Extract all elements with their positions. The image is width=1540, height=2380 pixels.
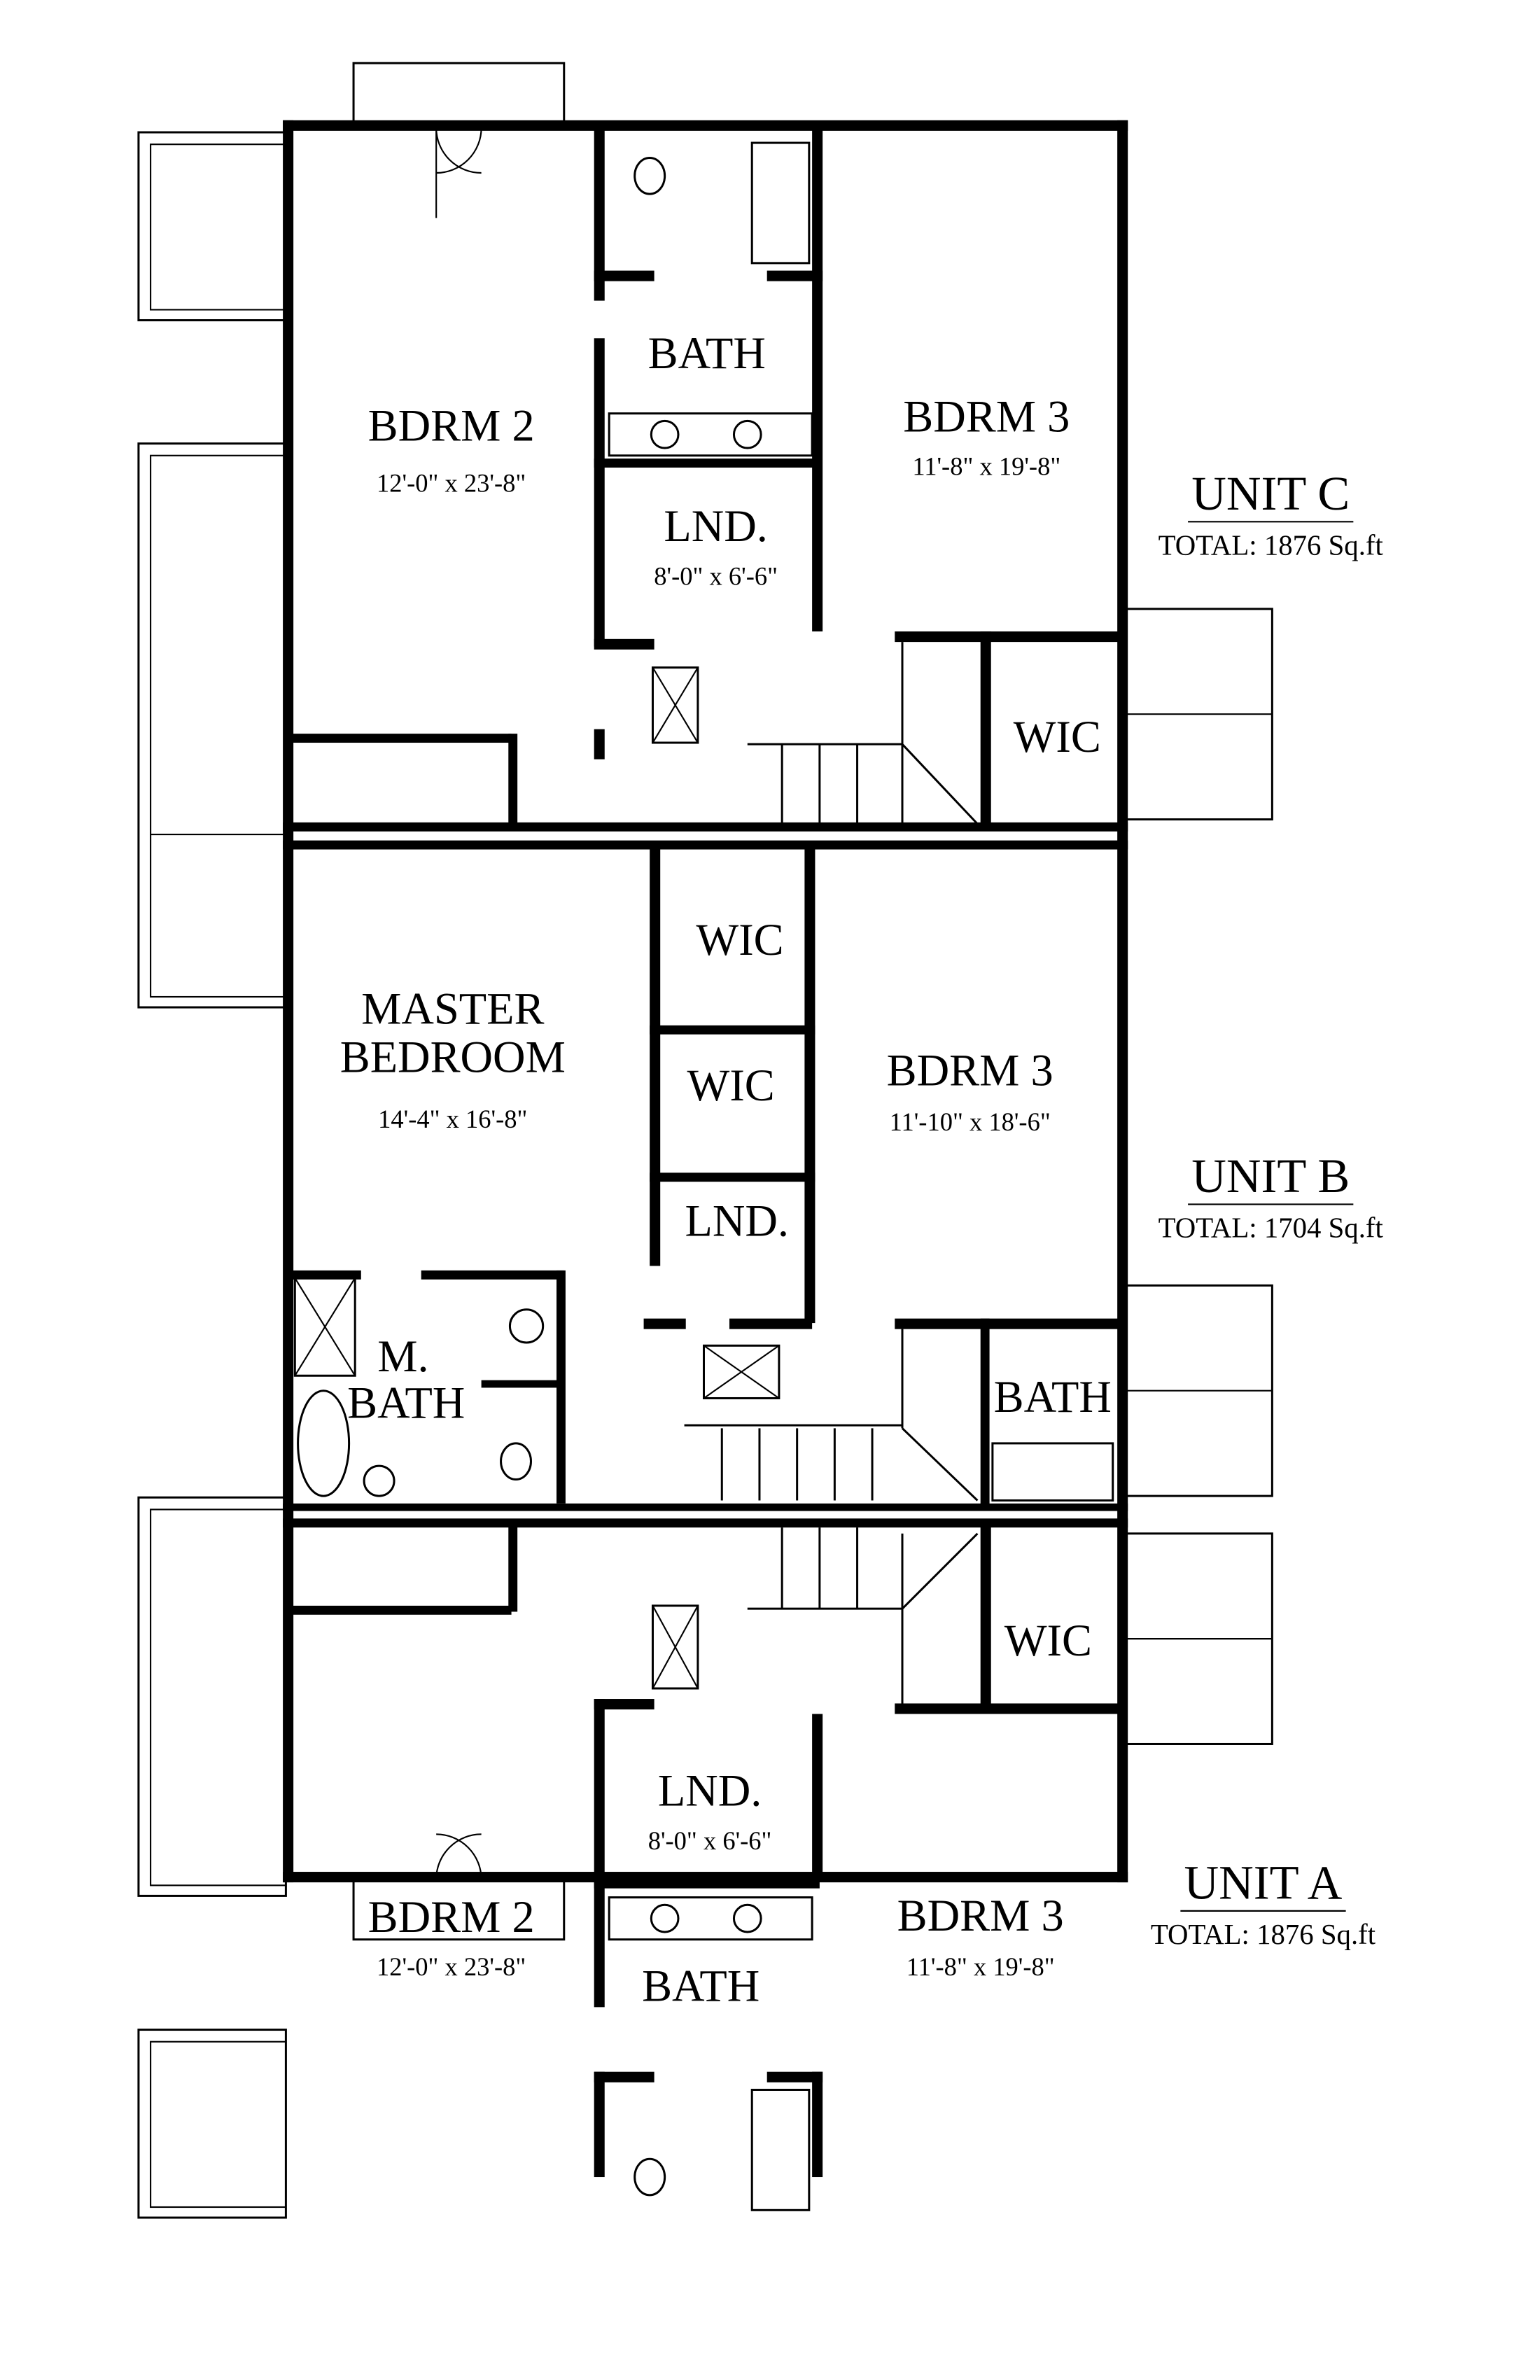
room-label: LND. xyxy=(658,1766,762,1816)
room-dimensions: 12'-0" x 23'-8" xyxy=(377,468,526,497)
room-label: WIC xyxy=(696,915,783,965)
room-label: BATH xyxy=(347,1378,465,1427)
room-label: WIC xyxy=(1004,1616,1092,1665)
room-label: BDRM 3 xyxy=(897,1891,1064,1940)
unit-b: MASTER BEDROOM 14'-4" x 16'-8" WIC WIC B… xyxy=(340,915,1384,1428)
room-dimensions: 8'-0" x 6'-6" xyxy=(648,1826,772,1855)
room-label: WIC xyxy=(1014,712,1101,762)
room-label: LND. xyxy=(664,501,768,551)
room-dimensions: 12'-0" x 23'-8" xyxy=(377,1952,526,1981)
unit-total-area: TOTAL: 1876 Sq.ft xyxy=(1151,1919,1376,1950)
room-dimensions: 8'-0" x 6'-6" xyxy=(654,562,778,591)
walls xyxy=(283,120,1128,2178)
room-label: MASTER xyxy=(361,984,544,1034)
balconies xyxy=(137,62,1273,2219)
room-label: BEDROOM xyxy=(340,1032,566,1082)
unit-name: UNIT C xyxy=(1191,467,1350,520)
room-label: WIC xyxy=(687,1060,775,1110)
unit-total-area: TOTAL: 1704 Sq.ft xyxy=(1158,1212,1384,1244)
room-label: BDRM 3 xyxy=(903,391,1070,441)
room-label: M. xyxy=(377,1331,428,1381)
fixtures xyxy=(293,127,1114,2211)
room-label: LND. xyxy=(685,1196,789,1246)
room-label: BATH xyxy=(994,1372,1112,1422)
room-label: BDRM 2 xyxy=(368,1892,535,1942)
room-label: BATH xyxy=(648,328,766,378)
room-label: BATH xyxy=(642,1961,760,2011)
unit-total-area: TOTAL: 1876 Sq.ft xyxy=(1158,530,1384,561)
unit-name: UNIT A xyxy=(1184,1856,1343,1910)
unit-a: BDRM 2 12'-0" x 23'-8" LND. 8'-0" x 6'-6… xyxy=(368,1616,1376,2011)
room-label: BDRM 2 xyxy=(368,400,535,450)
room-dimensions: 11'-10" x 18'-6" xyxy=(890,1107,1051,1136)
room-dimensions: 11'-8" x 19'-8" xyxy=(906,1952,1055,1981)
room-dimensions: 11'-8" x 19'-8" xyxy=(912,452,1060,481)
room-dimensions: 14'-4" x 16'-8" xyxy=(378,1105,527,1133)
unit-name: UNIT B xyxy=(1191,1149,1350,1203)
room-label: BDRM 3 xyxy=(887,1046,1054,1096)
unit-c: BDRM 2 12'-0" x 23'-8" BATH BDRM 3 11'-8… xyxy=(368,328,1384,762)
